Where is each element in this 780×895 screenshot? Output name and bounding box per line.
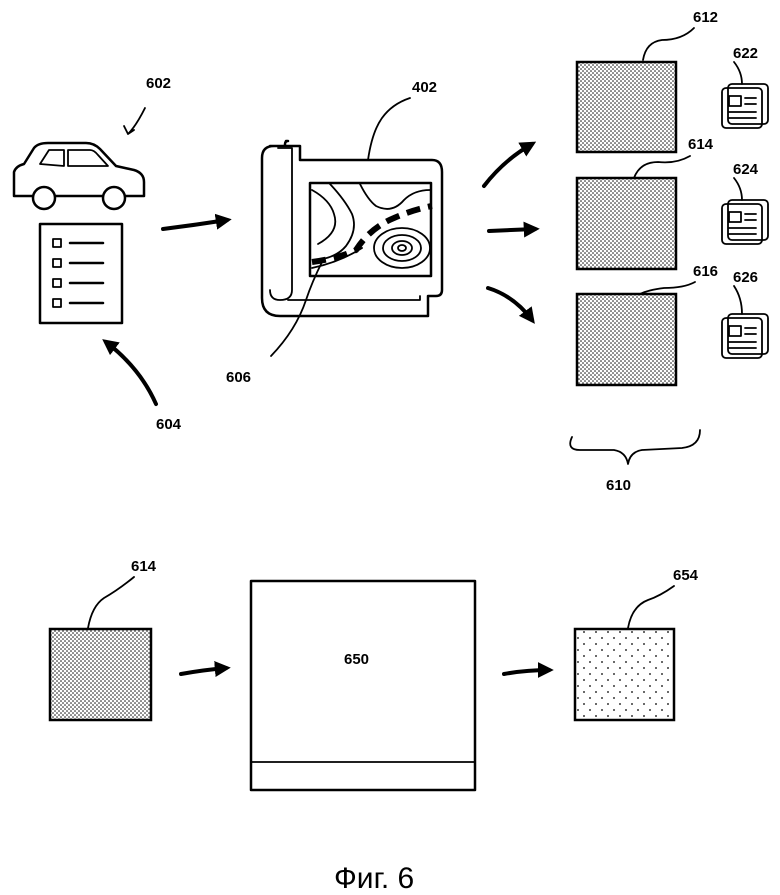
document-icon-624	[722, 200, 768, 244]
tile-614	[577, 178, 676, 269]
tile-616	[577, 294, 676, 385]
arrow-processor-to-output	[504, 670, 549, 674]
arrow-input-to-processor	[181, 668, 226, 674]
document-icon-626	[722, 314, 768, 358]
vehicle-icon	[14, 143, 144, 209]
doc-b-ref-label: 624	[733, 161, 759, 178]
tile-group-ref-label: 610	[606, 477, 631, 494]
tile-b-ref-label: 614	[688, 136, 714, 153]
tile-c-ref-label: 616	[693, 263, 718, 280]
map-ref-label: 402	[412, 79, 437, 96]
output-tile-654	[575, 629, 674, 720]
checklist-ref-arrow	[106, 342, 156, 404]
checklist-icon	[40, 224, 122, 323]
tile-a-ref-label: 612	[693, 9, 718, 26]
tile-612	[577, 62, 676, 152]
doc-c-ref-leader	[734, 286, 742, 314]
arrow-map-to-tile-b	[489, 229, 535, 231]
tile-group-brace	[570, 430, 700, 464]
arrow-vehicle-to-map	[163, 220, 227, 229]
document-icon-622	[722, 84, 768, 128]
output-tile-ref-leader	[628, 586, 674, 628]
doc-a-ref-label: 622	[733, 45, 758, 62]
processor-box	[251, 581, 475, 790]
input-tile-ref-leader	[88, 577, 134, 628]
input-tile-614	[50, 629, 151, 720]
map-icon	[262, 141, 442, 316]
tile-c-ref-leader	[640, 282, 695, 294]
input-tile-ref-label: 614	[131, 558, 157, 575]
doc-c-ref-label: 626	[733, 269, 758, 286]
tile-a-ref-leader	[643, 28, 694, 60]
processor-ref-label: 650	[344, 651, 369, 668]
vehicle-ref-leader	[124, 108, 145, 134]
arrow-map-to-tile-a	[484, 144, 532, 186]
doc-a-ref-leader	[734, 62, 742, 84]
vehicle-ref-label: 602	[146, 75, 171, 92]
doc-b-ref-leader	[734, 178, 742, 200]
figure-caption: Фиг. 6	[334, 862, 414, 895]
arrow-map-to-tile-c	[488, 288, 532, 320]
output-tile-ref-label: 654	[673, 567, 699, 584]
route-ref-label: 606	[226, 369, 251, 386]
checklist-ref-label: 604	[156, 416, 182, 433]
tile-b-ref-leader	[634, 156, 690, 178]
map-ref-leader	[368, 98, 410, 160]
